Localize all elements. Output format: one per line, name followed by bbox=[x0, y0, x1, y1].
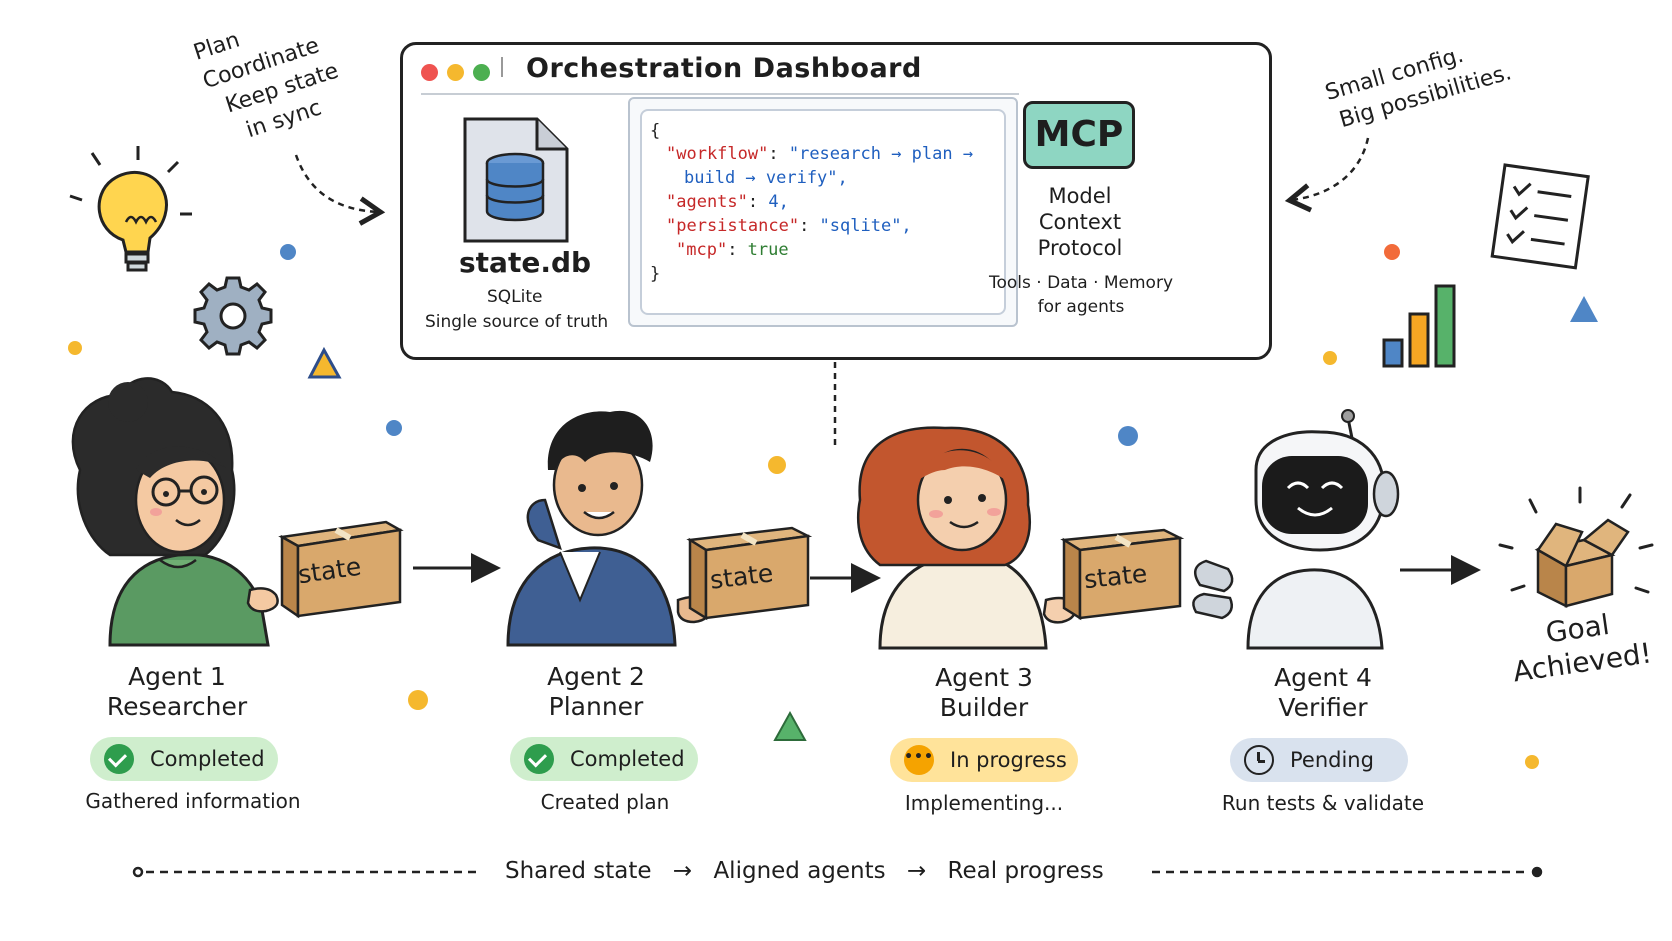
agent-4-role: Verifier bbox=[1278, 693, 1368, 722]
code-brace-open: { bbox=[650, 121, 661, 141]
agent-2-name: Agent 2 bbox=[547, 662, 645, 691]
mcp-caption-line: Tools · Data · Memory bbox=[988, 273, 1174, 293]
footer-step-shared-state: Shared state bbox=[505, 858, 652, 884]
window-maximize-dot[interactable] bbox=[473, 64, 490, 81]
agent-2-illustration bbox=[506, 410, 710, 647]
code-value: true bbox=[747, 240, 789, 260]
code-key: "mcp" bbox=[676, 240, 728, 260]
code-line-4: "persistance": "sqlite", bbox=[666, 216, 912, 236]
agent-1-name: Agent 1 bbox=[128, 662, 226, 691]
code-brace-close: } bbox=[650, 264, 661, 284]
checklist-icon bbox=[1490, 163, 1590, 270]
code-key: "workflow" bbox=[666, 144, 769, 164]
mcp-caption: Tools · Data · Memory for agents bbox=[971, 271, 1191, 319]
agent-2-role: Planner bbox=[548, 692, 644, 721]
code-line-1: "workflow": "research → plan → bbox=[666, 144, 973, 164]
code-sep: : bbox=[747, 192, 769, 212]
handoff-arrows bbox=[413, 553, 1481, 593]
code-key: "persistance" bbox=[666, 216, 800, 236]
agent-4-robot-illustration bbox=[1192, 409, 1400, 650]
code-key: "agents" bbox=[666, 192, 748, 212]
agent-1-role: Researcher bbox=[106, 692, 248, 721]
agent-2-description: Created plan bbox=[540, 790, 670, 814]
agent-4-status-badge: Pending bbox=[1230, 738, 1408, 782]
decorative-confetti bbox=[68, 244, 1598, 769]
db-caption: Single source of truth bbox=[425, 312, 609, 332]
agent-1-description: Gathered information bbox=[85, 789, 301, 813]
dashboard-title: Orchestration Dashboard bbox=[526, 53, 922, 84]
toolbar-divider bbox=[421, 93, 1019, 95]
agent-1-illustration bbox=[71, 377, 279, 647]
footer-step-real-progress: Real progress bbox=[947, 858, 1104, 884]
agent-3-illustration bbox=[856, 426, 1076, 650]
open-box-icon bbox=[1534, 518, 1630, 609]
title-separator bbox=[501, 57, 503, 77]
bar-chart-icon bbox=[1382, 284, 1456, 368]
state-box-3 bbox=[1060, 528, 1185, 621]
note-right-arrow bbox=[1284, 137, 1370, 213]
window-minimize-dot[interactable] bbox=[447, 64, 464, 81]
check-circle-icon bbox=[104, 744, 134, 774]
status-label: Completed bbox=[570, 747, 685, 771]
arrow-right-icon: → bbox=[672, 858, 693, 884]
arrow-right-icon: → bbox=[906, 858, 927, 884]
goal-sparkle-lines bbox=[1498, 486, 1654, 594]
footer-tagline: Shared state → Aligned agents → Real pro… bbox=[505, 858, 1104, 884]
agent-3-description: Implementing... bbox=[904, 791, 1064, 815]
mcp-badge: MCP bbox=[1023, 101, 1135, 169]
agent-3-status-badge: ••• In progress bbox=[890, 738, 1078, 782]
status-label: In progress bbox=[950, 748, 1067, 772]
lightbulb-icon bbox=[69, 146, 192, 272]
clock-icon bbox=[1244, 745, 1274, 775]
db-engine-label: SQLite bbox=[487, 287, 543, 307]
agent-4-name: Agent 4 bbox=[1274, 663, 1372, 692]
agent-2-status-badge: Completed bbox=[510, 737, 698, 781]
mcp-name-line: Model bbox=[1048, 184, 1112, 208]
code-sep: : bbox=[768, 144, 789, 164]
mcp-name-line: Context bbox=[1038, 210, 1122, 234]
code-value: "sqlite", bbox=[819, 216, 912, 236]
state-box-2 bbox=[686, 526, 813, 621]
code-sep: : bbox=[727, 240, 748, 260]
code-line-3: "agents": 4, bbox=[666, 192, 789, 212]
code-value: 4, bbox=[768, 192, 789, 212]
agent-3-role: Builder bbox=[939, 693, 1029, 722]
orchestration-dashboard-window: Orchestration Dashboard state.db SQLite … bbox=[400, 42, 1272, 360]
db-file-name: state.db bbox=[459, 246, 592, 279]
mcp-caption-line: for agents bbox=[1037, 297, 1125, 317]
note-left-arrow bbox=[294, 154, 386, 226]
code-sep: : bbox=[799, 216, 820, 236]
config-code-editor[interactable]: { "workflow": "research → plan → build →… bbox=[640, 109, 1006, 315]
code-line-2: build → verify", bbox=[684, 168, 848, 188]
database-file-icon bbox=[463, 117, 569, 243]
check-circle-icon bbox=[524, 744, 554, 774]
status-label: Pending bbox=[1290, 748, 1374, 772]
agent-1-status-badge: Completed bbox=[90, 737, 278, 781]
window-close-dot[interactable] bbox=[421, 64, 438, 81]
ellipsis-circle-icon: ••• bbox=[904, 745, 934, 775]
code-value: "research → plan → bbox=[788, 144, 974, 164]
config-code-panel: { "workflow": "research → plan → build →… bbox=[628, 97, 1018, 327]
mcp-name-line: Protocol bbox=[1037, 236, 1123, 260]
gear-icon bbox=[193, 276, 273, 356]
state-box-1 bbox=[278, 520, 404, 619]
footer-dashed-line bbox=[132, 866, 1543, 878]
agent-3-name: Agent 3 bbox=[935, 663, 1033, 692]
status-label: Completed bbox=[150, 747, 265, 771]
agent-4-description: Run tests & validate bbox=[1221, 791, 1425, 815]
footer-step-aligned-agents: Aligned agents bbox=[713, 858, 886, 884]
code-line-5: "mcp": true bbox=[676, 240, 789, 260]
mcp-name: Model Context Protocol bbox=[1015, 183, 1145, 261]
